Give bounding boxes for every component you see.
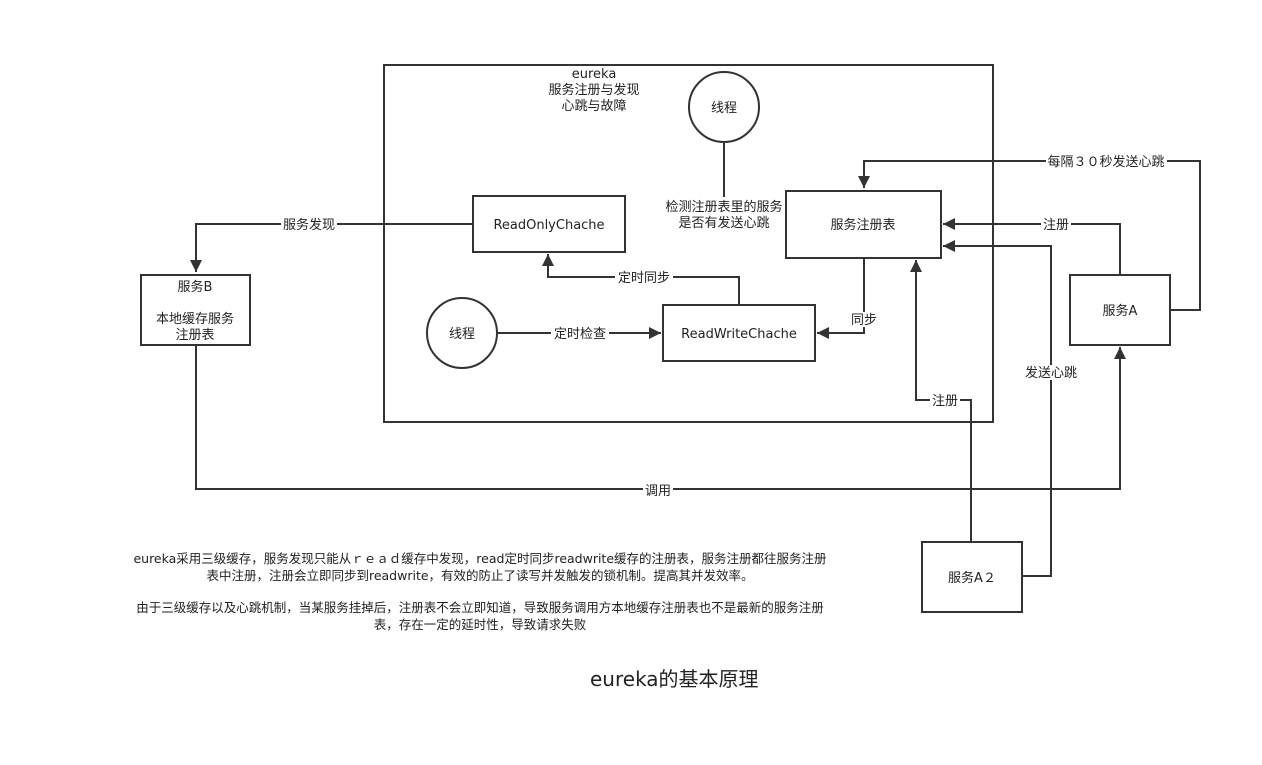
- register-a-label: 注册: [1043, 218, 1069, 233]
- eureka-header-line1: eureka: [572, 67, 617, 82]
- service-b-node: [140, 274, 251, 346]
- thread-top-node: [688, 71, 760, 143]
- eureka-header-line2: 服务注册与发现: [548, 82, 639, 98]
- check-label-line2: 是否有发送心跳: [678, 215, 769, 231]
- registry-label: 服务注册表: [830, 217, 895, 233]
- description-para1: eureka采用三级缓存，服务发现只能从ｒｅａｄ缓存中发现，read定时同步re…: [112, 551, 848, 584]
- sync-edge: [817, 258, 865, 339]
- readonly-cache-node: [472, 195, 626, 253]
- thread-left-label: 线程: [449, 327, 475, 342]
- discovery-label: 服务发现: [283, 217, 335, 233]
- description-para2: 由于三级缓存以及心跳机制，当某服务挂掉后，注册表不会立即知道，导致服务调用方本地…: [112, 600, 848, 633]
- discovery-edge: [190, 223, 473, 272]
- readwrite-cache-label: ReadWriteChache: [681, 327, 797, 342]
- heartbeat-a2-edge: [943, 240, 1052, 577]
- service-b-label-1: 服务B: [178, 279, 213, 295]
- readonly-cache-label: ReadOnlyChache: [493, 218, 604, 233]
- register-a2-label: 注册: [932, 394, 958, 409]
- heartbeat-a2-label: 发送心跳: [1025, 365, 1077, 381]
- description-para2-line2: 表，存在一定的延时性，导致请求失败: [373, 616, 587, 632]
- service-b-label-3: 注册表: [175, 328, 214, 343]
- invoke-edge: [195, 345, 1126, 490]
- service-a2-node: [921, 541, 1023, 613]
- registry-node: [785, 190, 942, 259]
- service-a-label: 服务A: [1103, 303, 1138, 319]
- thread-top-label: 线程: [711, 101, 737, 116]
- description-para1-line1: eureka采用三级缓存，服务发现只能从ｒｅａｄ缓存中发现，read定时同步re…: [133, 551, 827, 566]
- invoke-label: 调用: [645, 484, 671, 499]
- service-a-node: [1069, 274, 1171, 346]
- timed-sync-label: 定时同步: [618, 271, 670, 286]
- register-a-edge: [943, 218, 1121, 275]
- check-label-line1: 检测注册表里的服务: [665, 199, 782, 215]
- description-para1-line2: 表中注册，注册会立即同步到readwrite，有效的防止了读写并发触发的锁机制。…: [206, 567, 754, 583]
- service-a2-label: 服务A２: [948, 570, 996, 586]
- thread-left-node: [426, 297, 498, 369]
- sync-label: 同步: [851, 313, 877, 328]
- eureka-header-line3: 心跳与故障: [561, 99, 626, 114]
- description-para2-line1: 由于三级缓存以及心跳机制，当某服务挂掉后，注册表不会立即知道，导致服务调用方本地…: [136, 600, 824, 615]
- heartbeat-a-edge: [858, 160, 1201, 311]
- heartbeat-a-label: 每隔３０秒发送心跳: [1047, 154, 1164, 170]
- service-b-label-2: 本地缓存服务: [156, 311, 234, 327]
- eureka-server-frame: [383, 64, 994, 423]
- readwrite-cache-node: [662, 304, 816, 362]
- diagram-title: eureka的基本原理: [590, 667, 759, 691]
- timed-check-label: 定时检查: [554, 327, 606, 342]
